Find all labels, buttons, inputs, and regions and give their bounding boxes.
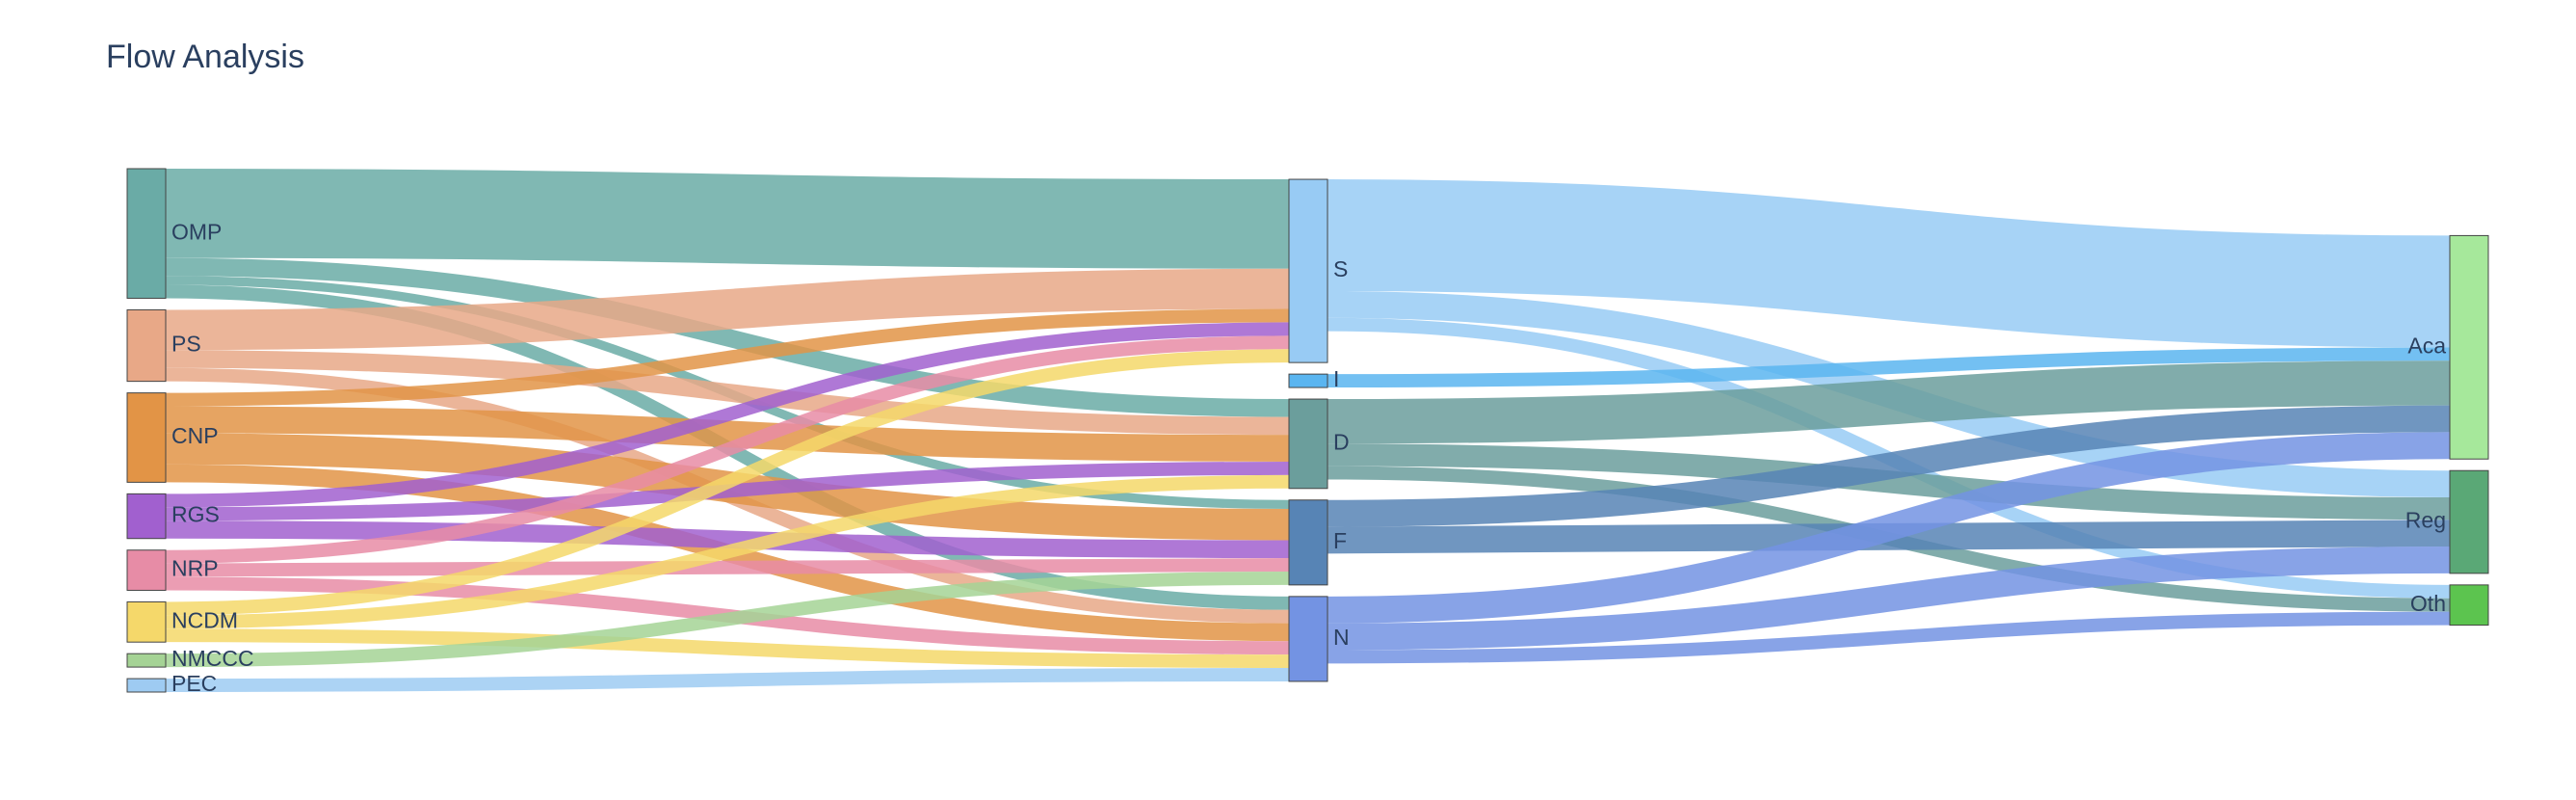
link-RGS-F[interactable] <box>165 520 1290 559</box>
node-NMCCC[interactable] <box>126 653 167 668</box>
link-NCDM-S[interactable] <box>165 349 1290 616</box>
link-PS-D[interactable] <box>165 350 1290 436</box>
node-label-F: F <box>1333 528 1347 553</box>
node-I[interactable] <box>1288 373 1328 388</box>
node-Oth[interactable] <box>2449 584 2489 627</box>
node-NRP[interactable] <box>126 549 167 591</box>
chart-title: Flow Analysis <box>106 39 304 75</box>
node-S[interactable] <box>1288 178 1328 363</box>
link-NCDM-N[interactable] <box>165 628 1290 669</box>
node-label-PEC: PEC <box>171 671 217 696</box>
link-N-Aca[interactable] <box>1327 432 2451 624</box>
node-PEC[interactable] <box>126 678 167 693</box>
sankey-links <box>165 169 2451 692</box>
node-label-NCDM: NCDM <box>171 607 238 632</box>
node-label-OMP: OMP <box>171 219 222 244</box>
node-label-D: D <box>1333 429 1350 454</box>
node-Reg[interactable] <box>2449 469 2489 574</box>
link-CNP-S[interactable] <box>165 308 1290 407</box>
link-RGS-D[interactable] <box>165 461 1290 521</box>
node-NCDM[interactable] <box>126 600 167 643</box>
node-F[interactable] <box>1288 499 1328 586</box>
link-D-Reg[interactable] <box>1327 443 2451 520</box>
node-label-Reg: Reg <box>2405 508 2446 533</box>
link-N-Oth[interactable] <box>1327 611 2451 664</box>
node-label-NMCCC: NMCCC <box>171 646 254 671</box>
node-label-S: S <box>1333 256 1348 281</box>
node-label-PS: PS <box>171 332 201 357</box>
link-OMP-S[interactable] <box>165 169 1290 269</box>
node-D[interactable] <box>1288 398 1328 490</box>
node-RGS[interactable] <box>126 493 167 540</box>
node-PS[interactable] <box>126 308 167 383</box>
node-label-CNP: CNP <box>171 423 219 448</box>
link-F-Aca[interactable] <box>1327 405 2451 527</box>
link-NCDM-D[interactable] <box>165 474 1290 629</box>
link-N-Reg[interactable] <box>1327 547 2451 651</box>
node-label-NRP: NRP <box>171 556 219 581</box>
node-Aca[interactable] <box>2449 234 2489 460</box>
link-RGS-S[interactable] <box>165 322 1290 508</box>
link-NRP-S[interactable] <box>165 335 1290 564</box>
node-label-Aca: Aca <box>2407 333 2446 358</box>
node-label-RGS: RGS <box>171 502 220 527</box>
node-label-I: I <box>1333 366 1339 391</box>
link-I-Aca[interactable] <box>1327 347 2451 388</box>
link-S-Aca[interactable] <box>1327 179 2451 348</box>
link-OMP-D[interactable] <box>165 257 1290 417</box>
link-PS-S[interactable] <box>165 268 1290 351</box>
link-NRP-F[interactable] <box>165 558 1290 577</box>
link-CNP-D[interactable] <box>165 406 1290 462</box>
node-N[interactable] <box>1288 596 1328 682</box>
node-label-Oth: Oth <box>2410 591 2446 616</box>
link-NMCCC-F[interactable] <box>165 571 1290 668</box>
link-D-Aca[interactable] <box>1327 360 2451 444</box>
link-PEC-N[interactable] <box>165 668 1290 692</box>
node-label-N: N <box>1333 625 1350 650</box>
node-OMP[interactable] <box>126 168 167 299</box>
node-CNP[interactable] <box>126 392 167 483</box>
